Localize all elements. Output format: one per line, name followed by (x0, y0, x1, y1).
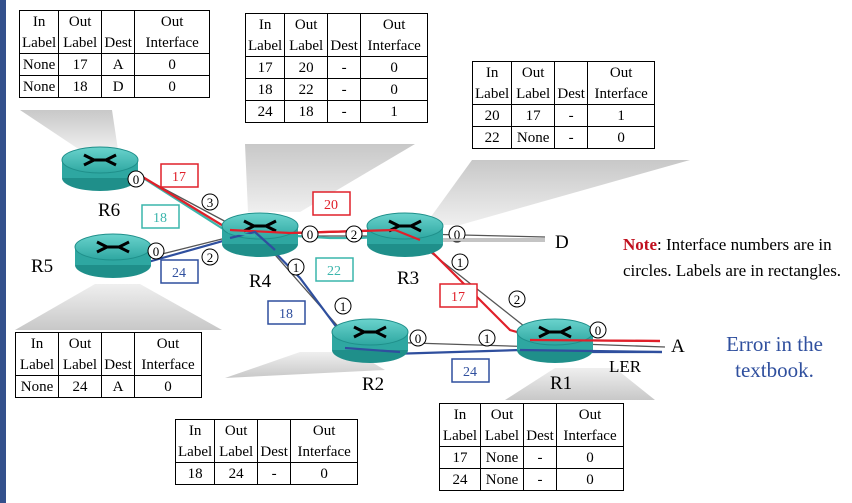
callout-r4 (245, 144, 415, 212)
svg-text:0: 0 (454, 227, 461, 242)
svg-text:1: 1 (340, 299, 347, 314)
interface-numbers: 0 3 0 2 0 1 2 0 1 1 0 1 2 0 (133, 172, 602, 346)
svg-text:17: 17 (451, 290, 465, 305)
router-label-r2: R2 (362, 374, 385, 395)
table-row: 24 18 - 1 (244, 100, 429, 123)
label-boxes (141, 163, 490, 383)
router-r2[interactable] (331, 318, 409, 363)
svg-text:24: 24 (463, 365, 477, 380)
table-row: 17 None - 0 (439, 446, 624, 469)
svg-text:1: 1 (293, 260, 300, 275)
forwarding-table-r6: In Out Out Label Label Dest Interface No… (18, 10, 211, 98)
router-label-ler: LER (609, 357, 642, 376)
table-row: 20 17 - 1 (471, 104, 656, 127)
path-blue-top-r2 (344, 346, 401, 354)
svg-text:0: 0 (307, 227, 314, 242)
label-values: 17 18 20 22 24 18 17 24 (153, 170, 477, 380)
router-label-r3: R3 (397, 268, 420, 289)
table-row: 24 None - 0 (439, 468, 624, 491)
table-row: 17 20 - 0 (244, 56, 429, 79)
svg-text:0: 0 (595, 323, 602, 338)
callout-r5 (15, 284, 222, 330)
physical-links (139, 175, 666, 348)
svg-text:18: 18 (279, 307, 293, 322)
path-blue-top (229, 230, 276, 251)
callout-r6 (20, 110, 118, 150)
note-body: : Interface numbers are in circles. Labe… (623, 235, 842, 280)
forwarding-table-r2: In Out Out Label Label Dest Interface 18… (174, 419, 359, 485)
svg-text:18: 18 (153, 211, 167, 226)
svg-text:24: 24 (172, 266, 186, 281)
forwarding-table-r3: In Out Out Label Label Dest Interface 20… (471, 61, 656, 149)
table-row: 18 24 - 0 (174, 462, 359, 485)
table-row: None 17 A 0 (18, 53, 211, 76)
svg-text:2: 2 (351, 227, 358, 242)
callout-r3 (425, 160, 690, 225)
svg-text:0: 0 (415, 331, 422, 346)
callout-r1 (505, 368, 655, 400)
router-label-r1: R1 (550, 373, 573, 394)
svg-text:2: 2 (514, 292, 521, 307)
path-teal-top (227, 230, 256, 238)
interface-circles (127, 170, 607, 347)
svg-text:17: 17 (172, 170, 186, 185)
svg-text:3: 3 (207, 195, 214, 210)
router-r5[interactable] (74, 233, 152, 278)
error-line-1: Error in the (726, 332, 823, 356)
svg-text:0: 0 (133, 172, 140, 187)
table-row: 22 None - 0 (471, 126, 656, 149)
slide-left-border (0, 0, 6, 503)
svg-text:1: 1 (457, 255, 464, 270)
forwarding-table-r1: In Out Out Label Label Dest Interface 17… (439, 403, 624, 491)
path-blue-top-r1 (519, 348, 663, 354)
note-text: Note: Interface numbers are in circles. … (623, 232, 852, 284)
svg-text:1: 1 (484, 331, 491, 346)
router-label-r5: R5 (31, 256, 54, 277)
error-annotation: Error in the textbook. (712, 331, 837, 383)
svg-text:22: 22 (327, 264, 341, 279)
router-r4[interactable] (221, 212, 299, 257)
svg-text:20: 20 (324, 198, 338, 213)
svg-text:0: 0 (153, 244, 160, 259)
note-keyword: Note (623, 235, 657, 254)
error-line-2: textbook. (735, 358, 814, 382)
path-red-top (229, 228, 421, 242)
table-row: 18 22 - 0 (244, 78, 429, 101)
router-label-r6: R6 (98, 200, 121, 221)
destination-d: D (555, 232, 569, 253)
destination-a: A (671, 336, 685, 357)
table-row: None 18 D 0 (18, 75, 211, 98)
svg-text:2: 2 (207, 250, 214, 265)
forwarding-table-r5: In Out Out Label Label Dest Interface No… (15, 332, 202, 398)
router-label-r4: R4 (249, 271, 272, 292)
forwarding-table-r4: In Out Out Label Label Dest Interface 17… (244, 13, 429, 123)
table-row: None 24 A 0 (15, 375, 202, 398)
router-r6[interactable] (61, 146, 139, 191)
path-red-top-r1 (529, 338, 661, 343)
